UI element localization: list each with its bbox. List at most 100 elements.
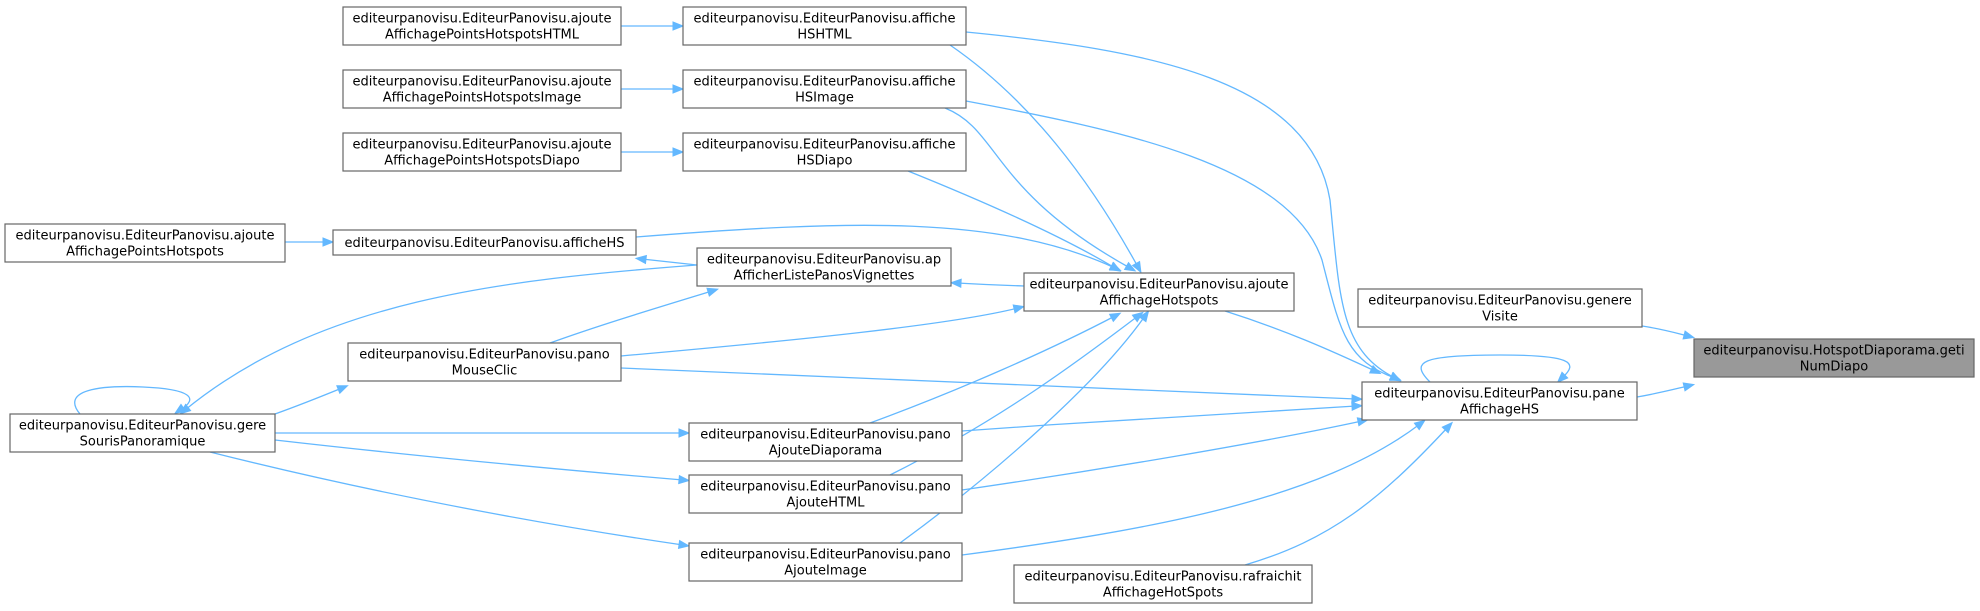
edge-line: [641, 258, 698, 266]
target-node[interactable]: editeurpanovisu.HotspotDiaporama.getiNum…: [1693, 338, 1975, 378]
edge-arrowhead: [949, 278, 962, 288]
edge-line: [907, 170, 1116, 269]
node-label-line: AffichagePointsHotspots: [66, 245, 224, 260]
node-label-line: AjouteImage: [784, 564, 867, 579]
node-label-line: editeurpanovisu.EditeurPanovisu.ajoute: [1030, 278, 1289, 293]
edge-arrowhead: [678, 474, 691, 485]
edge-line: [965, 31, 1396, 379]
node-box: [347, 342, 622, 382]
edge-line: [1641, 325, 1689, 337]
node-label-line: Visite: [1482, 310, 1518, 325]
node-box: [1013, 564, 1313, 604]
edge-line: [1636, 385, 1689, 398]
edge-arrowhead: [1138, 310, 1150, 323]
call-edge: [635, 224, 1122, 272]
node-label-line: SourisPanoramique: [80, 435, 206, 450]
call-edge: [961, 401, 1364, 432]
call-edge: [1641, 325, 1696, 340]
node-label-line: editeurpanovisu.EditeurPanovisu.ajoute: [16, 229, 275, 244]
call-edge: [1224, 310, 1382, 375]
edge-line: [549, 290, 713, 344]
node-box: [342, 69, 622, 109]
node-box: [682, 69, 967, 109]
call-graph-node[interactable]: editeurpanovisu.EditeurPanovisu.ajouteAf…: [342, 6, 622, 46]
node-label-line: AffichagePointsHotspotsDiapo: [384, 154, 580, 169]
edge-line: [74, 385, 191, 415]
call-graph-node[interactable]: editeurpanovisu.EditeurPanovisu.rafraich…: [1013, 564, 1313, 604]
edge-arrowhead: [336, 385, 349, 395]
call-graph-node[interactable]: editeurpanovisu.EditeurPanovisu.panoAjou…: [688, 422, 963, 462]
call-graph-node[interactable]: editeurpanovisu.EditeurPanovisu.paneAffi…: [1361, 381, 1638, 421]
call-edge: [965, 31, 1402, 382]
edge-arrowhead: [1108, 312, 1122, 323]
node-label-line: MouseClic: [452, 364, 518, 379]
node-label-line: NumDiapo: [1800, 360, 1868, 375]
node-label-line: AffichageHotspots: [1100, 294, 1219, 309]
edge-arrowhead: [1108, 261, 1122, 272]
edge-line: [1244, 426, 1449, 566]
call-graph-node[interactable]: editeurpanovisu.EditeurPanovisu.genereVi…: [1357, 288, 1643, 328]
edge-arrowhead: [1556, 371, 1569, 384]
edge-arrowhead: [1441, 421, 1454, 434]
call-edge: [549, 287, 719, 344]
node-label-line: AjouteDiaporama: [769, 444, 883, 459]
edge-arrowhead: [677, 539, 691, 550]
call-graph-node[interactable]: editeurpanovisu.EditeurPanovisu.ajouteAf…: [342, 69, 622, 109]
node-box: [682, 6, 967, 46]
call-edge: [621, 21, 685, 31]
node-box: [342, 132, 622, 172]
call-graph-node[interactable]: editeurpanovisu.EditeurPanovisu.afficheH…: [682, 132, 967, 172]
call-graph-node[interactable]: editeurpanovisu.EditeurPanovisu.ajouteAf…: [4, 223, 286, 263]
call-edge: [1244, 421, 1454, 566]
node-label-line: HSHTML: [797, 28, 852, 43]
call-graph-node[interactable]: editeurpanovisu.EditeurPanovisu.ajouteAf…: [1023, 272, 1295, 312]
node-label-line: editeurpanovisu.EditeurPanovisu.afficheH…: [345, 236, 625, 251]
edge-line: [956, 282, 1025, 287]
edge-line: [965, 100, 1396, 379]
call-graph-node[interactable]: editeurpanovisu.EditeurPanovisu.afficheH…: [682, 6, 967, 46]
node-box: [9, 413, 276, 453]
node-box: [1357, 288, 1643, 328]
call-graph-node[interactable]: editeurpanovisu.EditeurPanovisu.afficheH…: [682, 69, 967, 109]
node-label-line: editeurpanovisu.EditeurPanovisu.ajoute: [353, 138, 612, 153]
node-box: [4, 223, 286, 263]
node-label-line: editeurpanovisu.EditeurPanovisu.gere: [19, 419, 266, 434]
call-edge: [965, 100, 1402, 381]
call-graph-node[interactable]: editeurpanovisu.EditeurPanovisu.gereSour…: [9, 413, 276, 453]
node-label-line: AffichageHotSpots: [1103, 586, 1223, 601]
node-box: [682, 132, 967, 172]
call-edge: [949, 278, 1025, 288]
node-label-line: editeurpanovisu.EditeurPanovisu.pano: [700, 548, 950, 563]
call-edge: [621, 84, 685, 94]
edge-arrowhead: [678, 428, 691, 438]
node-label-line: AffichagePointsHotspotsHTML: [385, 28, 580, 43]
call-graph-node[interactable]: editeurpanovisu.EditeurPanovisu.ajouteAf…: [342, 132, 622, 172]
node-box: [1693, 338, 1975, 378]
node-box: [688, 474, 963, 514]
call-edge: [1420, 354, 1571, 384]
call-edge: [620, 304, 1026, 357]
node-label-line: editeurpanovisu.EditeurPanovisu.affiche: [694, 138, 956, 153]
call-edge: [869, 312, 1122, 424]
call-edge: [949, 44, 1142, 274]
node-label-line: AfficherListePanosVignettes: [734, 269, 915, 284]
call-graph-node[interactable]: editeurpanovisu.EditeurPanovisu.apAffich…: [696, 247, 952, 287]
call-graph-node[interactable]: editeurpanovisu.EditeurPanovisu.panoAjou…: [688, 474, 963, 514]
edge-line: [274, 387, 343, 415]
edge-arrowhead: [1682, 382, 1696, 392]
call-graph-node[interactable]: editeurpanovisu.EditeurPanovisu.panoMous…: [347, 342, 622, 382]
call-graph-node[interactable]: editeurpanovisu.EditeurPanovisu.panoAjou…: [688, 542, 963, 582]
edge-arrowhead: [1131, 260, 1142, 274]
call-edge: [274, 428, 691, 438]
edge-line: [209, 451, 684, 546]
edge-line: [274, 439, 684, 481]
node-label-line: AffichageHS: [1460, 403, 1539, 418]
call-edge: [1636, 382, 1696, 398]
edge-arrowhead: [1413, 419, 1426, 431]
edge-arrowhead: [672, 21, 685, 31]
call-edge: [179, 264, 698, 415]
edge-line: [961, 420, 1363, 491]
edge-arrowhead: [1351, 394, 1364, 404]
call-graph-node[interactable]: editeurpanovisu.EditeurPanovisu.afficheH…: [332, 229, 637, 256]
node-label-line: HSDiapo: [797, 154, 853, 169]
